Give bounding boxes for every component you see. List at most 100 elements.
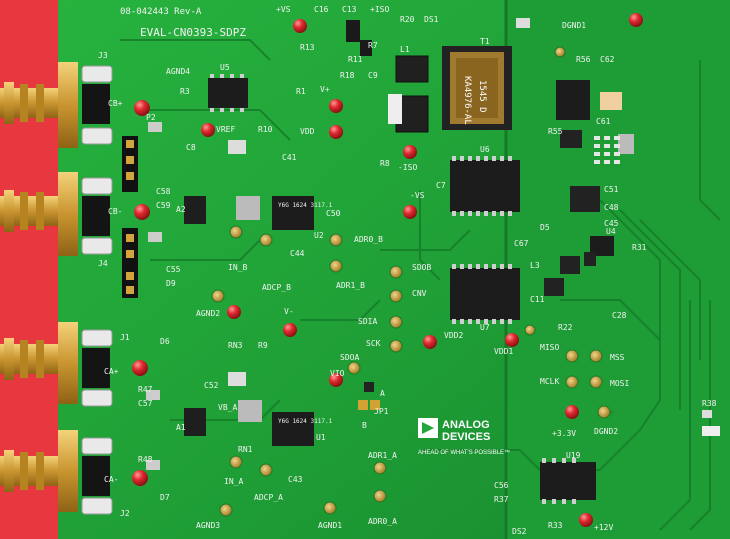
label-c55: C55 [166, 265, 181, 274]
label-mclk: MCLK [540, 377, 559, 386]
label-l3: L3 [530, 261, 540, 270]
header-p2 [122, 136, 138, 192]
label-d9: D9 [166, 279, 176, 288]
chip-u5 [208, 74, 248, 112]
label-r37: R37 [494, 495, 509, 504]
label-c8: C8 [186, 143, 196, 152]
label-adcp-a: ADCP_A [254, 493, 283, 502]
label-c56: C56 [494, 481, 509, 490]
label-ds1: DS1 [424, 15, 439, 24]
label-c28: C28 [612, 311, 627, 320]
label-r20: R20 [400, 15, 415, 24]
label-u4: U4 [606, 227, 616, 236]
label-r31: R31 [632, 243, 647, 252]
label-c12: VDD2 [444, 331, 463, 340]
label-mosi: MOSI [610, 379, 629, 388]
label-c11: C11 [530, 295, 545, 304]
label-ds2: DS2 [512, 527, 527, 536]
label-cb-pos: CB+ [108, 99, 123, 108]
label-jp1: JP1 [374, 407, 389, 416]
u1-marking: Y6G 1624 3117.1 [278, 418, 333, 425]
label-r18: R18 [340, 71, 355, 80]
label-vdd: VDD [300, 127, 315, 136]
connector-pads [81, 65, 113, 515]
board-id: 08-042443 Rev-A [120, 7, 202, 17]
label-u6: U6 [480, 145, 490, 154]
label-vref: VREF [216, 125, 235, 134]
label-r9: R9 [258, 341, 268, 350]
smd-components [146, 18, 720, 470]
logo-line1: ANALOG [442, 419, 490, 431]
label-r7: R7 [368, 41, 378, 50]
label-top-vs: +VS [276, 5, 291, 14]
label-u5: U5 [220, 63, 230, 72]
label-agnd3: AGND3 [196, 521, 220, 530]
chip-u1 [272, 412, 314, 446]
sma-connector-j2 [0, 430, 78, 512]
label-r47: R47 [138, 385, 153, 394]
label-b: B [362, 421, 367, 430]
label-r3: R3 [180, 87, 190, 96]
chip-u7 [450, 264, 520, 324]
t1-marking-2: 1545 D [477, 80, 487, 113]
label-c7: C7 [436, 181, 446, 190]
label-a: A [380, 389, 385, 398]
connector-black-bodies [82, 84, 110, 496]
label-sdia: SDIA [358, 317, 377, 326]
label-c44: C44 [290, 249, 305, 258]
label-agnd4: AGND4 [166, 67, 190, 76]
via-rings [211, 46, 614, 517]
label-adr1-a: ADR1_A [368, 451, 397, 460]
u2-marking: Y6G 1624 3117.1 [278, 202, 333, 209]
label-j2: J2 [120, 509, 130, 518]
label-adr0-a: ADR0_A [368, 517, 397, 526]
label-dgnd2: DGND2 [594, 427, 618, 436]
logo-line2: DEVICES [442, 431, 490, 443]
label-c43: C43 [288, 475, 303, 484]
sma-connector-j4 [0, 172, 78, 256]
label-top-iso: +ISO [370, 5, 389, 14]
label-c52: C52 [204, 381, 219, 390]
label-j1: J1 [120, 333, 130, 342]
silkscreen-labels: 08-042443 Rev-A EVAL-CN0393-SDPZ +VS C16… [98, 5, 717, 536]
label-r38: R38 [702, 399, 717, 408]
board-title: EVAL-CN0393-SDPZ [140, 26, 246, 39]
label-r11: R11 [348, 55, 363, 64]
label-agnd1: AGND1 [318, 521, 342, 530]
label-l1: L1 [400, 45, 410, 54]
chip-u2 [272, 196, 314, 230]
label-rn1: RN1 [238, 445, 253, 454]
label-c59: C59 [156, 201, 171, 210]
label-c67: C67 [514, 239, 529, 248]
label-d5: D5 [540, 223, 550, 232]
label-r48: R48 [138, 455, 153, 464]
label-ca-neg: CA- [104, 475, 118, 484]
chip-u4 [590, 236, 614, 256]
label-j3: J3 [98, 51, 108, 60]
sma-connector-j1 [0, 322, 78, 404]
label-a2: A2 [176, 205, 186, 214]
label-r56: R56 [576, 55, 591, 64]
t1-marking-1: KA4976-AL [462, 76, 472, 125]
label-neg-vs: -VS [410, 191, 425, 200]
analog-devices-logo [418, 418, 438, 438]
label-r10: R10 [258, 125, 273, 134]
label-adr1-b: ADR1_B [336, 281, 365, 290]
label-c13: C13 [342, 5, 357, 14]
label-r55: R55 [548, 127, 563, 136]
label-vdd1: VDD1 [494, 347, 513, 356]
label-in-b: IN_B [228, 263, 247, 272]
label-c62: C62 [600, 55, 615, 64]
label-t1: T1 [480, 37, 490, 46]
label-v-pos: V+ [320, 85, 330, 94]
logo-tagline: AHEAD OF WHAT'S POSSIBLE™ [418, 449, 510, 456]
label-adr0-b: ADR0_B [354, 235, 383, 244]
label-r8: R8 [380, 159, 390, 168]
label-vio: VIO [330, 369, 345, 378]
label-cb-neg: CB- [108, 207, 122, 216]
label-u7: U7 [480, 323, 490, 332]
label-r13: R13 [300, 43, 315, 52]
label-p2: P2 [146, 113, 156, 122]
label-c61: C61 [596, 117, 611, 126]
